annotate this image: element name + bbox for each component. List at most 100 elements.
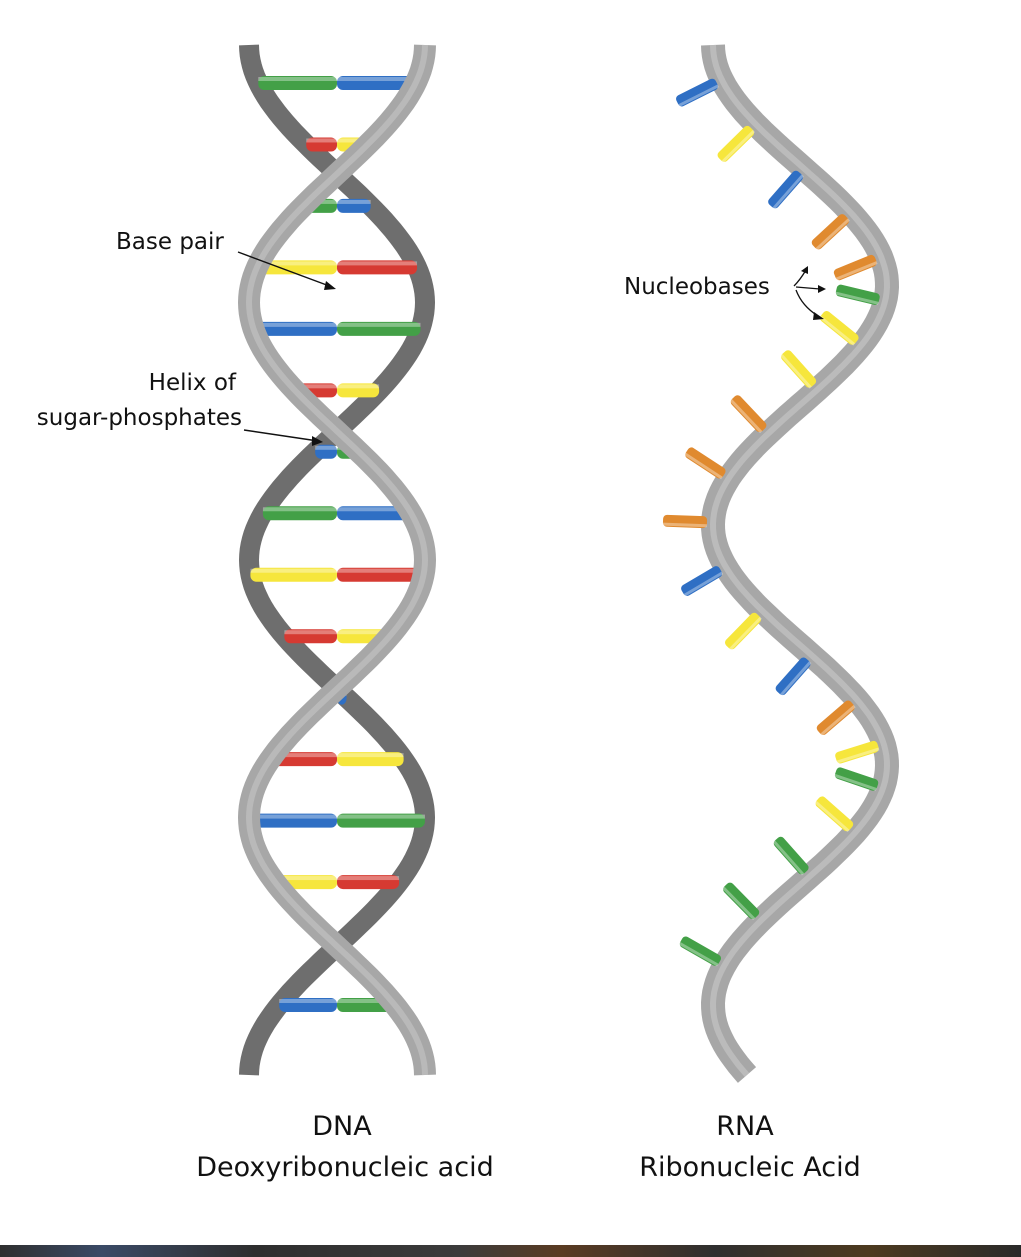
rna-nucleobase-highlight xyxy=(729,616,762,651)
rna-backbone xyxy=(700,44,900,1083)
dna-base-highlight xyxy=(250,568,424,573)
dna-base-left xyxy=(250,567,337,582)
rna-nucleobase-bar xyxy=(833,254,877,281)
dna-base-pair xyxy=(256,260,418,275)
rna-nucleobase-bar xyxy=(773,836,809,875)
rna-nucleobase-highlight xyxy=(835,291,879,305)
rna-nucleobase-highlight xyxy=(814,800,850,833)
helix-arrow xyxy=(243,429,319,442)
rna-nucleobase-highlight xyxy=(779,661,812,697)
dna-base-left xyxy=(315,444,337,459)
dna-base-pair xyxy=(253,321,421,336)
rna-nucleobase-bar xyxy=(835,284,880,305)
rna-nucleobase-highlight xyxy=(780,353,812,389)
rna-nucleobase-bar xyxy=(681,566,723,596)
dna-base-right xyxy=(337,813,425,828)
rna-nucleobase-highlight xyxy=(819,315,856,346)
nucleobases-label: Nucleobases xyxy=(624,274,770,300)
rna-nucleobase-highlight xyxy=(722,886,756,921)
dna-base-pair xyxy=(274,875,400,890)
rna-nucleobase-highlight xyxy=(835,261,878,281)
dna-base-highlight xyxy=(262,507,412,512)
nucleobases-arrow-1 xyxy=(793,269,807,287)
dna-base-right xyxy=(337,198,371,213)
rna-nucleobase xyxy=(811,214,850,251)
dna-base-highlight xyxy=(294,384,380,389)
rna-nucleobase xyxy=(717,125,756,163)
dna-base-right xyxy=(337,506,412,521)
nucleobases-arrowhead-1 xyxy=(801,266,808,274)
rna-nucleobase-highlight xyxy=(772,174,804,210)
dna-base-right xyxy=(337,76,416,90)
dna-base-pair xyxy=(250,567,424,582)
dna-base-right xyxy=(337,383,380,398)
rna-nucleobase-bar xyxy=(781,350,817,388)
dna-base-left xyxy=(306,137,337,152)
dna-back-strand xyxy=(238,44,436,1076)
dna-subtitle: Deoxyribonucleic acid xyxy=(196,1152,493,1183)
rna-nucleobase-bar xyxy=(815,796,854,832)
rna-nucleobase xyxy=(684,447,726,480)
rna-nucleobase xyxy=(834,767,879,791)
dna-base-left xyxy=(249,813,337,828)
rna-nucleobase-highlight xyxy=(820,704,856,736)
dna-base-left xyxy=(258,76,337,90)
dna-base-highlight xyxy=(284,630,390,635)
rna-nucleobase-bar xyxy=(768,170,803,209)
rna-nucleobase xyxy=(775,657,812,697)
rna-nucleobase xyxy=(678,936,722,967)
nucleobases-arrowhead-3 xyxy=(813,312,824,320)
rna-strand xyxy=(662,44,900,1083)
rna-nucleobase-bar xyxy=(834,767,879,791)
rna-nucleobase xyxy=(772,836,809,876)
dna-base-pair xyxy=(258,76,416,90)
dna-base-left xyxy=(284,629,337,644)
rna-nucleobase-bar xyxy=(775,657,811,696)
helix-label-line1: Helix of xyxy=(149,370,237,396)
dna-base-highlight xyxy=(256,261,418,266)
rna-title: RNA xyxy=(716,1111,774,1142)
dna-base-highlight xyxy=(306,138,368,143)
dna-base-highlight xyxy=(274,876,400,881)
rna-nucleobase-bar xyxy=(717,125,755,162)
rna-nucleobase-bar xyxy=(816,700,855,736)
dna-base-pair xyxy=(270,752,404,767)
rna-nucleobase-highlight xyxy=(772,840,805,876)
rna-nucleobase-highlight xyxy=(729,399,763,434)
dna-base-right xyxy=(337,567,424,582)
dna-base-right xyxy=(337,875,400,890)
dna-base-highlight xyxy=(249,814,425,819)
rna-nucleobase-highlight xyxy=(678,84,719,107)
base-pair-arrow xyxy=(237,251,333,288)
dna-base-left xyxy=(262,506,337,521)
nucleobases-arrow-3 xyxy=(795,289,819,317)
rna-nucleobase-highlight xyxy=(662,522,707,528)
rna-nucleobase xyxy=(814,796,854,833)
rna-nucleobase xyxy=(724,612,762,651)
rna-nucleobase-bar xyxy=(676,78,718,107)
rna-nucleobase xyxy=(662,514,708,529)
rna-nucleobase xyxy=(768,170,804,210)
rna-nucleobase-highlight xyxy=(684,452,723,480)
dna-base-pair xyxy=(249,813,425,828)
dna-base-right xyxy=(337,321,421,336)
rna-nucleobase-highlight xyxy=(721,129,756,163)
bottom-taskbar-strip xyxy=(0,1245,1021,1257)
rna-nucleobase xyxy=(833,254,878,281)
dna-base-highlight xyxy=(279,999,395,1003)
annotations: Base pair Helix of sugar-phosphates Nucl… xyxy=(37,229,826,446)
rna-nucleobase xyxy=(729,395,767,434)
rna-subtitle: Ribonucleic Acid xyxy=(639,1152,861,1183)
dna-base-right xyxy=(337,752,404,767)
dna-base-highlight xyxy=(253,322,421,327)
nucleobases-arrowhead-2 xyxy=(818,285,826,293)
rna-nucleobase xyxy=(819,310,859,346)
captions: DNA Deoxyribonucleic acid RNA Ribonuclei… xyxy=(196,1111,860,1183)
helix-arrowhead xyxy=(312,436,323,446)
rna-nucleobase-bar xyxy=(730,395,767,433)
base-pair-label: Base pair xyxy=(116,229,224,255)
rna-nucleobase-bar xyxy=(685,447,726,479)
dna-base-left xyxy=(253,321,337,336)
rna-nucleobase xyxy=(722,882,760,921)
